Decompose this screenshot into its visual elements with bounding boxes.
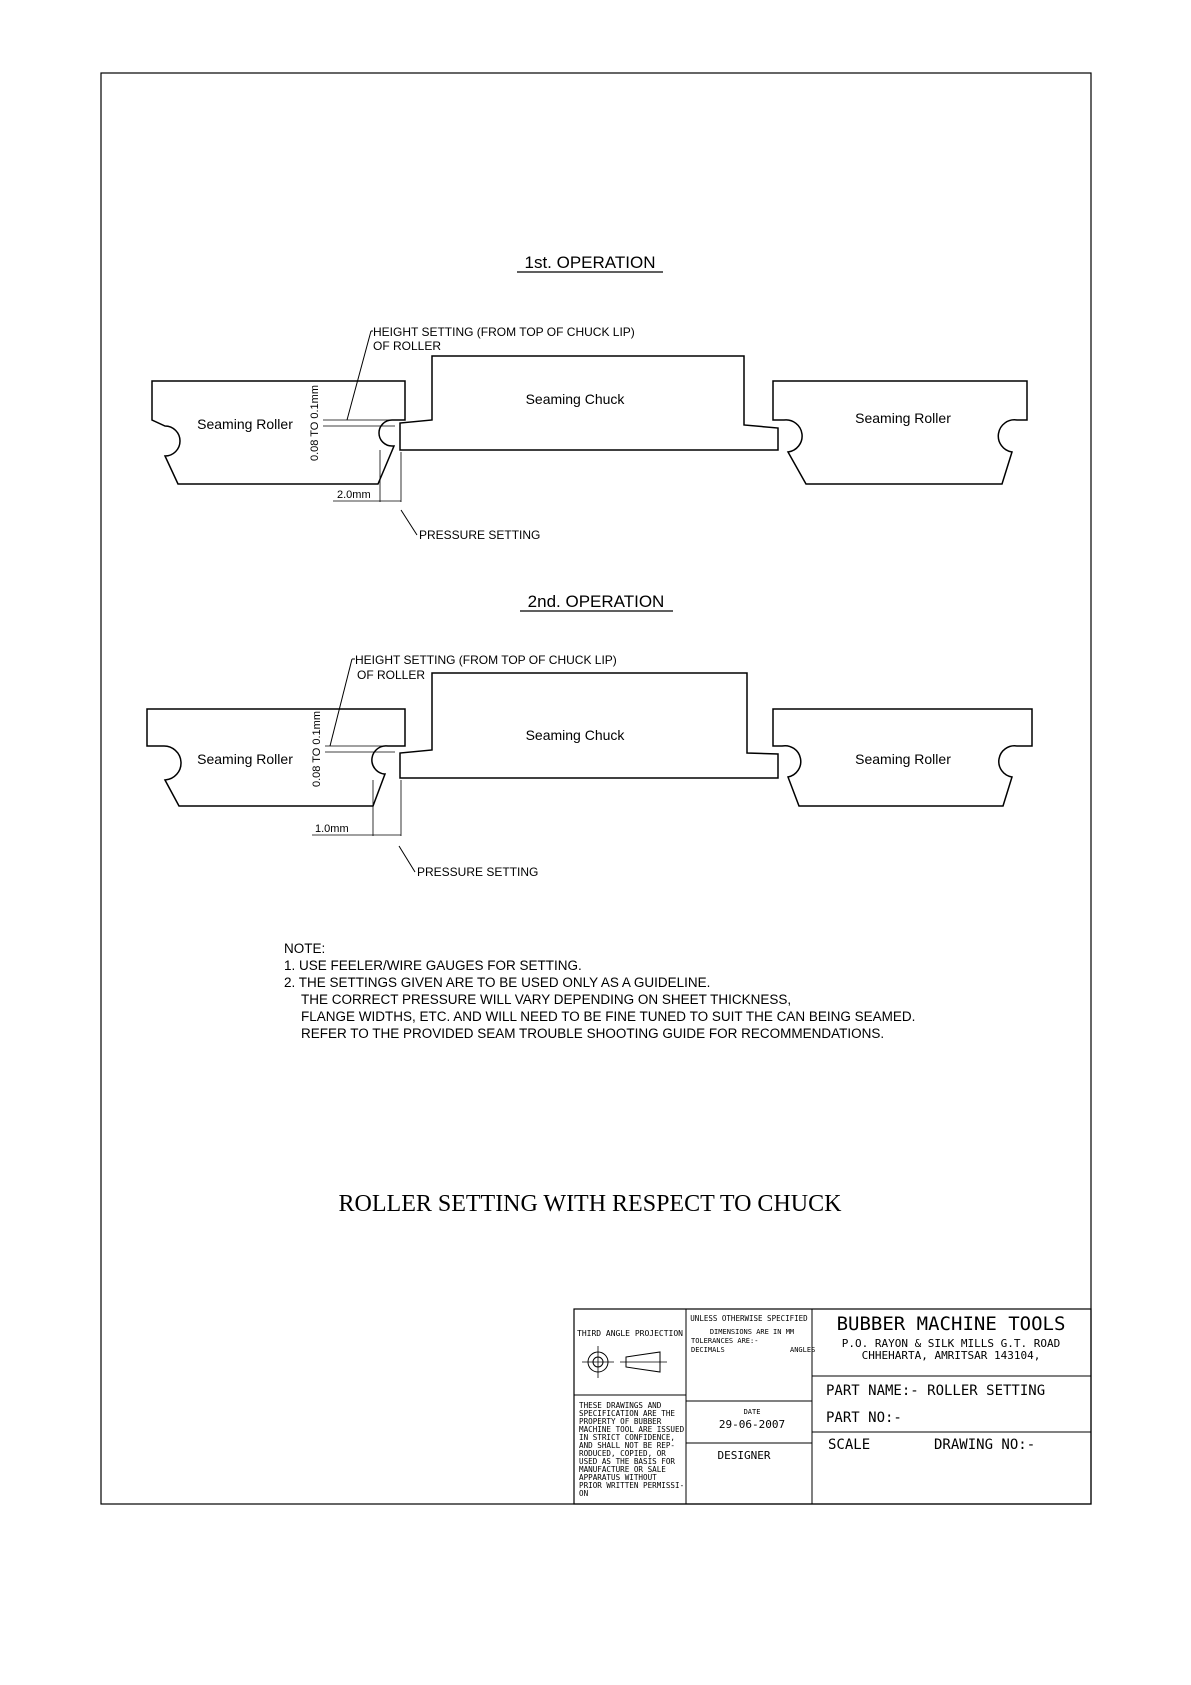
operation-2: 2nd. OPERATION Seaming Roller Seaming Ch… [146,592,1033,879]
spec-line-3: TOLERANCES ARE:- [691,1337,758,1345]
spec-line-2: DIMENSIONS ARE IN MM [710,1328,794,1336]
scale-label: SCALE [828,1437,870,1453]
op2-height-leader [329,658,353,747]
title-block-frame [573,1308,1092,1505]
property-line: PRIOR WRITTEN PERMISSI- [579,1481,684,1490]
property-line: SPECIFICATION ARE THE [579,1409,675,1418]
date-label: DATE [744,1408,761,1416]
op1-title: 1st. OPERATION [525,253,656,272]
op1-gap-dim: 2.0mm [337,489,371,501]
designer-label: DESIGNER [718,1449,771,1462]
property-line: AND SHALL NOT BE REP- [579,1441,675,1450]
spec-line-1: UNLESS OTHERWISE SPECIFIED [690,1314,808,1323]
company-address-1: P.O. RAYON & SILK MILLS G.T. ROAD [842,1337,1061,1350]
property-line: IN STRICT CONFIDENCE, [579,1433,675,1442]
note-line-5: REFER TO THE PROVIDED SEAM TROUBLE SHOOT… [301,1026,884,1041]
notes-block: NOTE: 1. USE FEELER/WIRE GAUGES FOR SETT… [284,941,915,1041]
property-line: THESE DRAWINGS AND [579,1401,662,1410]
op1-chuck [399,355,779,451]
property-line: PROPERTY OF BUBBER [579,1417,662,1426]
property-line: MACHINE TOOL ARE ISSUED [579,1425,685,1434]
op1-left-roller [151,380,406,485]
op2-chuck-label: Seaming Chuck [526,727,626,743]
op2-right-roller-label: Seaming Roller [855,751,951,767]
notes-heading: NOTE: [284,941,325,956]
property-line: MANUFACTURE OR SALE [579,1465,666,1474]
company-address-2: CHHEHARTA, AMRITSAR 143104, [862,1349,1041,1362]
op2-right-roller [772,708,1033,807]
property-line: RODUCED, COPIED, OR [579,1449,666,1458]
op2-gap-dim: 1.0mm [315,823,349,835]
op1-pressure-leader [400,509,418,536]
spec-decimals: DECIMALS [691,1346,725,1354]
property-notice: THESE DRAWINGS AND SPECIFICATION ARE THE… [579,1401,685,1498]
company-name: BUBBER MACHINE TOOLS [837,1313,1066,1335]
note-line-3: THE CORRECT PRESSURE WILL VARY DEPENDING… [301,992,791,1007]
op1-right-roller [772,380,1028,485]
property-line: APPARATUS WITHOUT [579,1473,657,1482]
op2-height-callout-line2: OF ROLLER [357,668,425,682]
op1-height-callout-line2: OF ROLLER [373,339,441,353]
op2-height-dim: 0.08 TO 0.1mm [311,711,323,787]
op2-pressure-leader [398,845,416,873]
note-line-1: 1. USE FEELER/WIRE GAUGES FOR SETTING. [284,958,582,973]
part-name: PART NAME:- ROLLER SETTING [826,1383,1045,1399]
main-title: ROLLER SETTING WITH RESPECT TO CHUCK [339,1191,843,1217]
op2-height-callout-line1: HEIGHT SETTING (FROM TOP OF CHUCK LIP) [355,653,617,667]
op2-title: 2nd. OPERATION [528,592,665,611]
drawing-no-label: DRAWING NO:- [934,1437,1035,1453]
projection-label: THIRD ANGLE PROJECTION [577,1329,683,1338]
op1-height-dim: 0.08 TO 0.1mm [309,385,321,461]
third-angle-projection-icon [582,1346,667,1378]
spec-angles: ANGLES [790,1346,815,1354]
note-line-2: 2. THE SETTINGS GIVEN ARE TO BE USED ONL… [284,975,710,990]
property-line: ON [579,1489,589,1498]
op2-chuck [399,672,779,779]
op2-left-roller-label: Seaming Roller [197,751,293,767]
op1-pressure-label: PRESSURE SETTING [419,528,540,542]
op1-height-callout-line1: HEIGHT SETTING (FROM TOP OF CHUCK LIP) [373,325,635,339]
op2-pressure-label: PRESSURE SETTING [417,865,538,879]
date-value: 29-06-2007 [719,1418,785,1431]
part-no: PART NO:- [826,1410,902,1426]
op1-left-roller-label: Seaming Roller [197,416,293,432]
note-line-4: FLANGE WIDTHS, ETC. AND WILL NEED TO BE … [301,1009,915,1024]
operation-1: 1st. OPERATION Seaming Roller Seaming Ch… [151,253,1028,542]
op1-chuck-label: Seaming Chuck [526,391,626,407]
op1-height-leader [346,330,372,421]
property-line: USED AS THE BASIS FOR [579,1457,675,1466]
title-block: THIRD ANGLE PROJECTION UNLESS OTHERWISE … [573,1308,1092,1505]
op1-right-roller-label: Seaming Roller [855,410,951,426]
